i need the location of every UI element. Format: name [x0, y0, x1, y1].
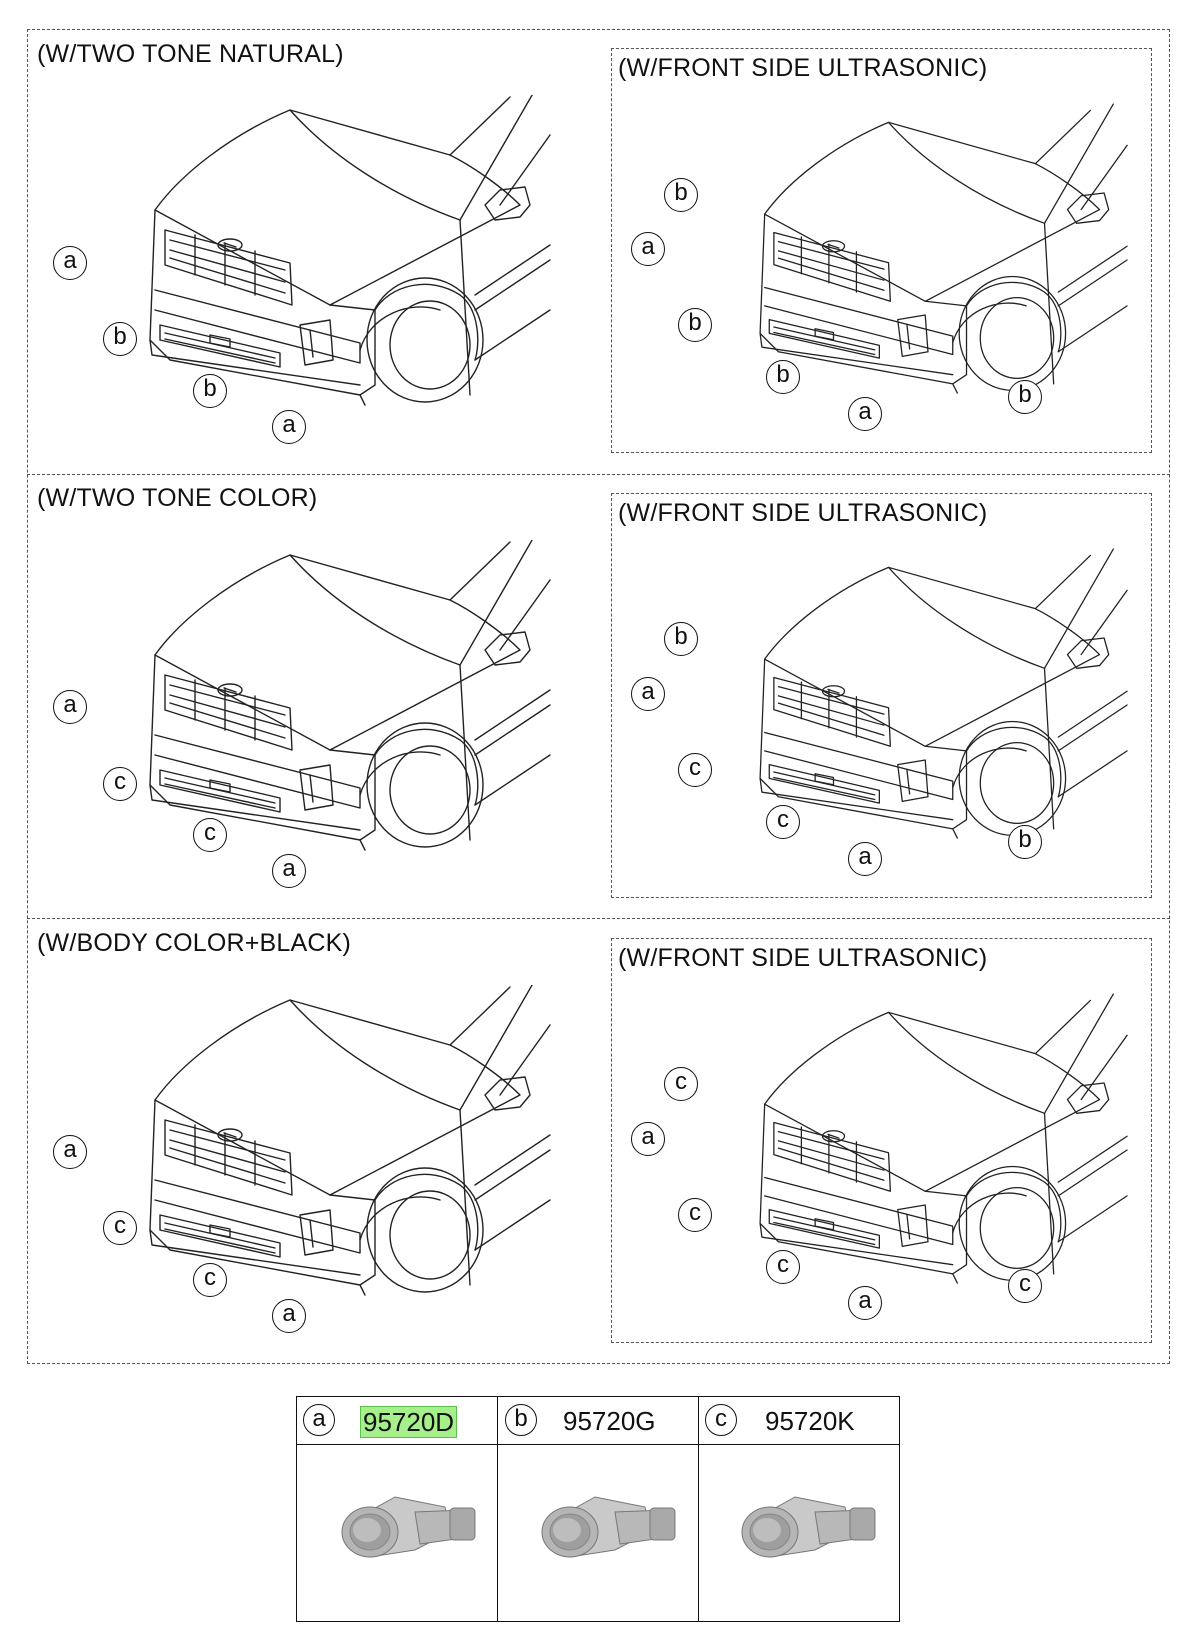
callout-marker: a — [53, 690, 87, 724]
panel-separator — [27, 474, 1170, 475]
callout-marker: b — [193, 374, 227, 408]
callout-marker: c — [1008, 1269, 1042, 1303]
vehicle-front-illustration — [759, 548, 1128, 839]
sub-panel-title: (W/FRONT SIDE ULTRASONIC) — [618, 499, 988, 527]
sub-panel — [611, 48, 1152, 453]
sub-panel-title: (W/FRONT SIDE ULTRASONIC) — [618, 944, 988, 972]
panel-title: (W/TWO TONE NATURAL) — [37, 40, 344, 68]
parts-legend-table: a 95720D b 95720G c 95720K — [296, 1396, 900, 1622]
callout-marker: b — [678, 308, 712, 342]
callout-marker: c — [678, 753, 712, 787]
vehicle-front-illustration — [149, 540, 551, 851]
callout-marker: a — [631, 677, 665, 711]
legend-column-divider — [497, 1397, 498, 1621]
callout-marker: c — [193, 818, 227, 852]
legend-row-divider — [297, 1444, 899, 1445]
panel-title: (W/TWO TONE COLOR) — [37, 484, 318, 512]
legend-part-number: 95720G — [563, 1406, 656, 1436]
callout-marker: c — [193, 1263, 227, 1297]
callout-marker: a — [631, 1122, 665, 1156]
legend-part-number: 95720K — [765, 1406, 855, 1436]
callout-marker: c — [678, 1198, 712, 1232]
callout-marker: b — [664, 622, 698, 656]
ultrasonic-sensor-image — [741, 1496, 876, 1558]
callout-marker: a — [53, 246, 87, 280]
callout-marker: a — [848, 397, 882, 431]
callout-marker: a — [272, 1299, 306, 1333]
callout-marker: a — [848, 1286, 882, 1320]
callout-marker: b — [1008, 825, 1042, 859]
ultrasonic-sensor-image — [541, 1496, 676, 1558]
callout-marker: b — [103, 322, 137, 356]
sub-panel-title: (W/FRONT SIDE ULTRASONIC) — [618, 54, 988, 82]
legend-letter: b — [505, 1404, 537, 1436]
sub-panel — [611, 938, 1152, 1343]
vehicle-front-illustration — [759, 103, 1128, 394]
sub-panel — [611, 493, 1152, 898]
vehicle-front-illustration — [759, 993, 1128, 1284]
callout-marker: a — [272, 854, 306, 888]
callout-marker: c — [103, 767, 137, 801]
callout-marker: c — [766, 805, 800, 839]
ultrasonic-sensor-image — [341, 1496, 476, 1558]
callout-marker: b — [1008, 380, 1042, 414]
legend-letter: c — [705, 1404, 737, 1436]
diagram-frame — [27, 29, 1170, 1364]
vehicle-front-illustration — [149, 95, 551, 406]
panel-title: (W/BODY COLOR+BLACK) — [37, 929, 352, 957]
callout-marker: c — [664, 1067, 698, 1101]
callout-marker: a — [848, 842, 882, 876]
vehicle-front-illustration — [149, 985, 551, 1296]
callout-marker: c — [103, 1211, 137, 1245]
callout-marker: c — [766, 1250, 800, 1284]
legend-column-divider — [698, 1397, 699, 1621]
legend-part-number: 95720D — [360, 1406, 458, 1438]
legend-letter: a — [303, 1404, 335, 1436]
callout-marker: a — [631, 232, 665, 266]
callout-marker: a — [53, 1135, 87, 1169]
callout-marker: a — [272, 410, 306, 444]
panel-separator — [27, 918, 1170, 919]
callout-marker: b — [664, 178, 698, 212]
callout-marker: b — [766, 360, 800, 394]
